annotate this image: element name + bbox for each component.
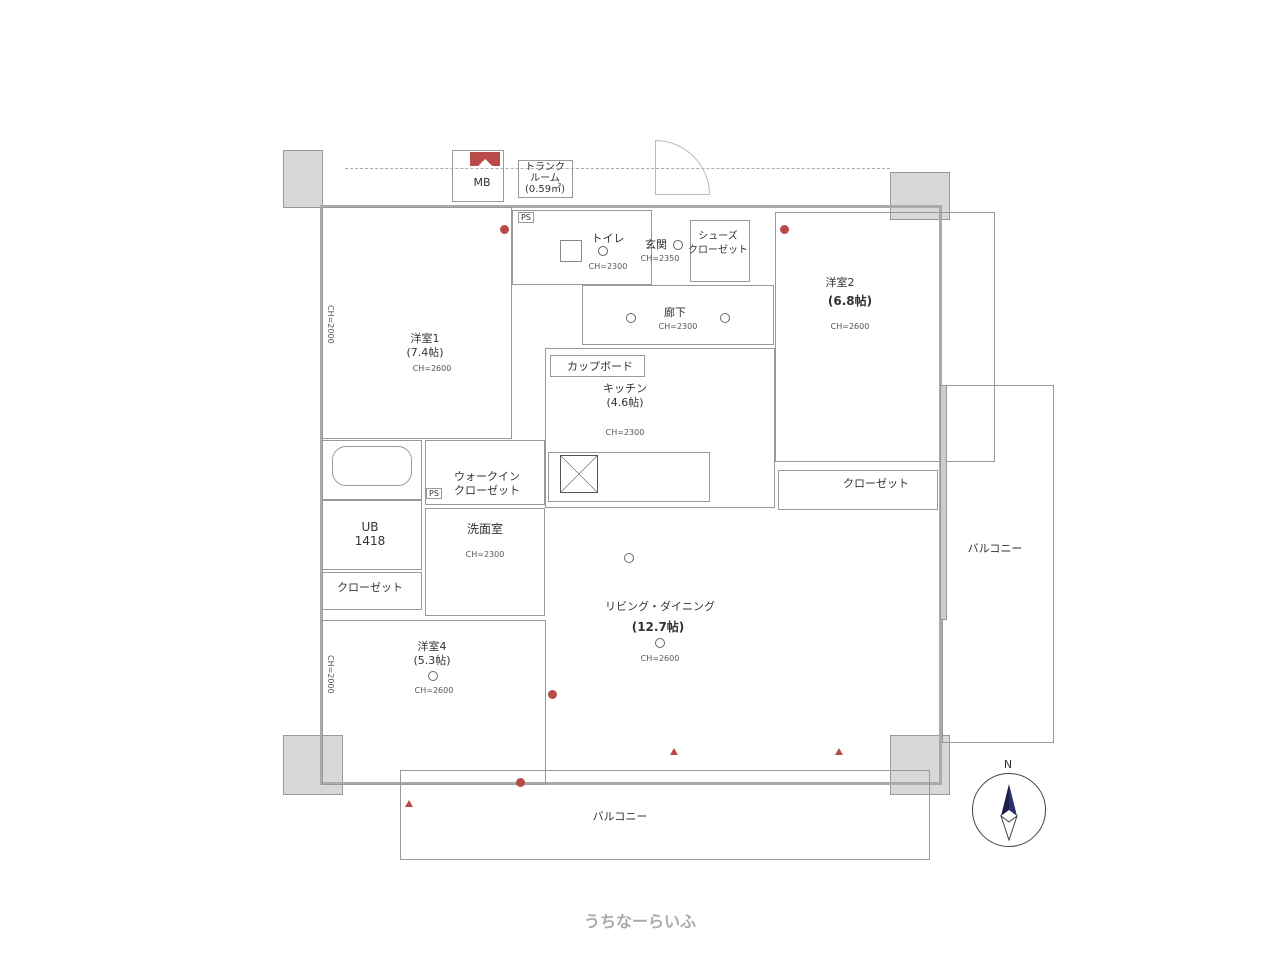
wic-label: ウォークインクローゼット [454, 470, 520, 497]
walk-in-closet [425, 440, 545, 505]
shoe-closet-label: シューズクローゼット [688, 231, 748, 256]
room1-side-ch: CH=2000 [326, 305, 335, 344]
room1-ch: CH=2600 [412, 364, 452, 373]
cupboard [550, 355, 645, 377]
trunk-room [518, 160, 573, 198]
compass [972, 773, 1046, 847]
closet-left-label: クローゼット [337, 581, 403, 594]
column [283, 150, 323, 208]
entrance-label: 玄関 [645, 238, 667, 251]
washroom-label: 洗面室 [466, 522, 504, 536]
washroom [425, 508, 545, 616]
room2-label: 洋室2 [825, 276, 855, 289]
room4-ch: CH=2600 [414, 686, 454, 695]
western-room-1 [322, 207, 512, 439]
kitchen-counter [548, 452, 710, 502]
balcony-east-label: バルコニー [967, 542, 1023, 555]
toilet [512, 210, 652, 285]
column [283, 735, 343, 795]
hall-label: 廊下 [664, 306, 686, 319]
compass-north-label: N [1003, 758, 1013, 771]
living-label: リビング・ダイニング [605, 600, 715, 613]
mb-room [452, 150, 504, 202]
corridor-line [345, 168, 890, 169]
western-room-4 [322, 620, 546, 785]
bathtub [322, 440, 422, 500]
north-arrow-icon [1000, 784, 1018, 842]
room2-size: (6.8帖) [827, 294, 873, 308]
fan-icon [560, 240, 582, 262]
room2-ch: CH=2600 [830, 322, 870, 331]
room1-label: 洋室1(7.4帖) [406, 332, 444, 359]
unit-bath [322, 500, 422, 570]
mb-label: MB [473, 176, 491, 189]
western-room-2 [775, 212, 995, 462]
hall-ch: CH=2300 [658, 322, 698, 331]
balcony-south [400, 770, 930, 860]
closet-right-label: クローゼット [843, 477, 909, 490]
watermark: うちなーらいふ [583, 912, 697, 931]
living-size: (12.7帖) [631, 620, 685, 634]
hallway [582, 285, 774, 345]
cupboard-label: カップボード [567, 360, 633, 373]
entrance-door[interactable] [655, 140, 710, 195]
toilet-ch: CH=2300 [588, 262, 628, 271]
sliding-window [940, 385, 947, 620]
living-ch: CH=2600 [640, 654, 680, 663]
toilet-label: トイレ [591, 232, 625, 245]
trunk-room-label: トランクルーム(0.59㎡) [524, 162, 566, 195]
ps2-label: PS [426, 488, 442, 499]
washroom-ch: CH=2300 [465, 550, 505, 559]
entrance-ch: CH=2350 [640, 254, 680, 263]
range-hood-icon [560, 455, 598, 493]
balcony-east [942, 385, 1054, 743]
meter-box-icon [470, 152, 500, 166]
room4-label: 洋室4(5.3帖) [413, 640, 451, 667]
closet-left [322, 572, 422, 610]
closet-right [778, 470, 938, 510]
kitchen-label: キッチン(4.6帖) [603, 382, 647, 409]
kitchen-ch: CH=2300 [605, 428, 645, 437]
shoe-closet [690, 220, 750, 282]
bathtub-icon [332, 446, 412, 486]
balcony-south-label: バルコニー [592, 810, 648, 823]
room4-side-ch: CH=2000 [326, 655, 335, 694]
ps-label: PS [518, 212, 534, 223]
kitchen [545, 348, 775, 508]
